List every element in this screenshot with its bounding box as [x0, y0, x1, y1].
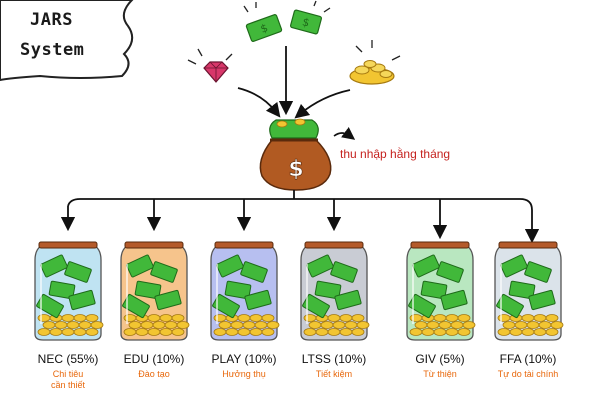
money-bag-icon: $	[259, 118, 332, 191]
svg-text:$: $	[259, 21, 270, 36]
sparkle-lines	[187, 0, 401, 65]
jar-1	[120, 241, 190, 341]
jar-desc-5-0: Tự do tài chính	[497, 369, 559, 379]
bill-icon-left: $	[245, 14, 283, 42]
jar-code-1: EDU (10%)	[123, 352, 185, 366]
distribution-lines	[60, 190, 540, 244]
jar-desc-2-0: Hưởng thụ	[222, 369, 266, 379]
title-line-2: System	[20, 40, 85, 60]
title-card-shape	[0, 0, 134, 82]
svg-text:$: $	[301, 15, 311, 29]
jar-code-2: PLAY (10%)	[211, 352, 277, 366]
jar-4	[406, 241, 476, 341]
income-arrows	[237, 46, 351, 119]
jars-group	[34, 241, 564, 341]
jar-desc-0-1: cần thiết	[50, 380, 86, 390]
jar-code-0: NEC (55%)	[37, 352, 99, 366]
jar-3	[300, 241, 370, 341]
jar-desc-3-0: Tiết kiệm	[315, 369, 353, 379]
jar-2	[210, 241, 280, 341]
title-line-1: JARS	[30, 10, 73, 30]
gem-icon	[203, 61, 229, 83]
jar-0	[34, 241, 104, 341]
jar-code-5: FFA (10%)	[499, 352, 557, 366]
income-label: thu nhập hằng tháng	[340, 147, 451, 161]
jar-desc-0-0: Chi tiêu	[52, 369, 84, 379]
jar-desc-1-0: Đào tạo	[138, 369, 170, 379]
jar-code-4: GIV (5%)	[415, 352, 465, 366]
income-label-arrow	[333, 127, 356, 140]
coin-pile-icon	[349, 60, 395, 85]
jar-desc-4-0: Từ thiện	[423, 369, 457, 379]
jar-code-3: LTSS (10%)	[301, 352, 367, 366]
jar-5	[494, 241, 564, 341]
svg-text:$: $	[288, 157, 303, 182]
bill-icon-right: $	[289, 9, 323, 35]
